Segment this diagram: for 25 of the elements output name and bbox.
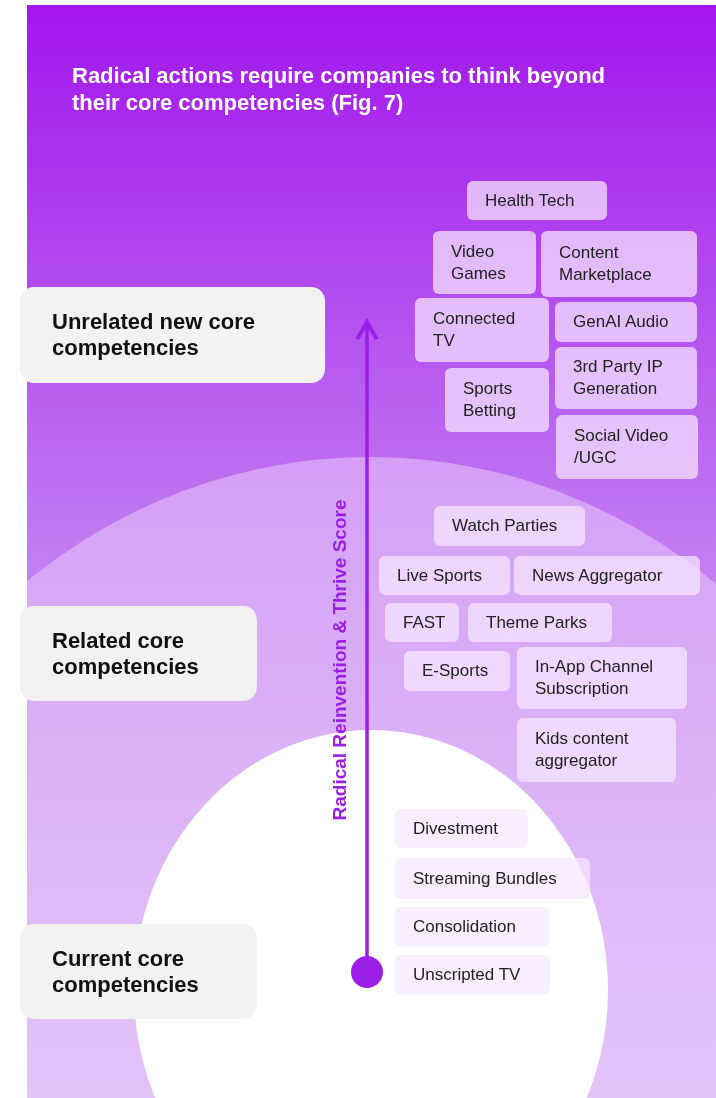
title: Radical actions require companies to think beyond their core competencies (Fig. 7) (72, 62, 606, 116)
topic-chip: Social Video /UGC (556, 415, 698, 479)
topic-chip: Connected TV (415, 298, 549, 362)
axis-label: Radical Reinvention & Thrive Score (329, 499, 351, 821)
topic-chip: Kids content aggregator (517, 718, 676, 782)
topic-chip: GenAI Audio (555, 302, 697, 342)
topic-chip: E-Sports (404, 651, 510, 691)
topic-chip: Content Marketplace (541, 231, 697, 297)
topic-chip: Watch Parties (434, 506, 585, 546)
topic-chip: News Aggregator (514, 556, 700, 595)
category-card: Related core competencies (20, 606, 257, 701)
topic-chip: Live Sports (379, 556, 510, 595)
topic-chip: FAST (385, 603, 459, 642)
topic-chip: Consolidation (395, 907, 549, 946)
topic-chip: Video Games (433, 231, 536, 294)
topic-chip: Theme Parks (468, 603, 612, 642)
topic-chip: Unscripted TV (395, 955, 550, 994)
topic-chip: Streaming Bundles (395, 858, 590, 899)
topic-chip: 3rd Party IP Generation (555, 347, 697, 409)
topic-chip: Divestment (395, 809, 528, 848)
topic-chip: Sports Betting (445, 368, 549, 432)
category-card: Current core competencies (20, 924, 257, 1019)
topic-chip: In-App Channel Subscription (517, 647, 687, 709)
category-card: Unrelated new core competencies (20, 287, 325, 383)
topic-chip: Health Tech (467, 181, 607, 220)
